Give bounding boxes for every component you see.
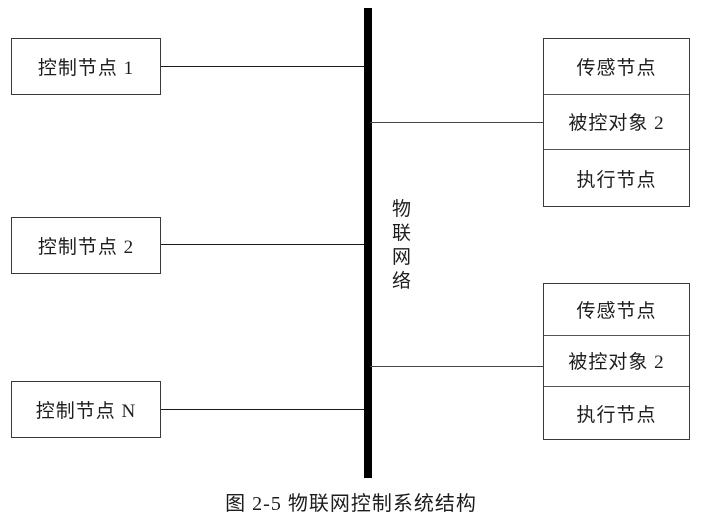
control-node-box-n: 控制节点 N bbox=[11, 381, 161, 438]
control-node-label-n: 控制节点 N bbox=[35, 401, 137, 422]
figure-caption: 图 2-5 物联网控制系统结构 bbox=[225, 493, 477, 515]
network-label-char-2: 联 bbox=[391, 223, 412, 244]
sensor-node-cell-1: 传感节点 bbox=[544, 39, 689, 95]
actuator-node-cell-1: 执行节点 bbox=[544, 150, 689, 206]
controlled-object-group-1: 传感节点 被控对象 2 执行节点 bbox=[543, 38, 690, 207]
control-node-label-2: 控制节点 2 bbox=[37, 237, 135, 258]
network-label-char-1: 物 bbox=[391, 199, 412, 220]
network-label-char-3: 网 bbox=[391, 247, 412, 268]
connector-network-to-object-group-1 bbox=[370, 122, 545, 123]
controlled-object-label-1: 被控对象 2 bbox=[568, 113, 665, 135]
actuator-node-label-1: 执行节点 bbox=[576, 169, 657, 191]
controlled-object-label-2: 被控对象 2 bbox=[568, 352, 665, 374]
connector-control-node-2-to-network bbox=[161, 244, 366, 245]
connector-control-node-n-to-network bbox=[161, 409, 366, 410]
control-node-label-1: 控制节点 1 bbox=[37, 58, 135, 79]
sensor-node-label-1: 传感节点 bbox=[576, 57, 657, 79]
controlled-object-cell-1: 被控对象 2 bbox=[544, 95, 689, 151]
network-label-char-4: 络 bbox=[391, 271, 412, 292]
sensor-node-cell-2: 传感节点 bbox=[544, 284, 689, 336]
control-node-box-2: 控制节点 2 bbox=[11, 217, 161, 274]
control-node-box-1: 控制节点 1 bbox=[11, 38, 161, 95]
iot-network-label: 物 联 网 络 bbox=[390, 198, 414, 294]
sensor-node-label-2: 传感节点 bbox=[576, 300, 657, 322]
actuator-node-label-2: 执行节点 bbox=[576, 404, 657, 426]
iot-network-bus bbox=[364, 8, 372, 478]
controlled-object-cell-2: 被控对象 2 bbox=[544, 336, 689, 388]
connector-network-to-object-group-2 bbox=[370, 366, 545, 367]
actuator-node-cell-2: 执行节点 bbox=[544, 387, 689, 439]
controlled-object-group-2: 传感节点 被控对象 2 执行节点 bbox=[543, 283, 690, 440]
connector-control-node-1-to-network bbox=[161, 66, 366, 67]
